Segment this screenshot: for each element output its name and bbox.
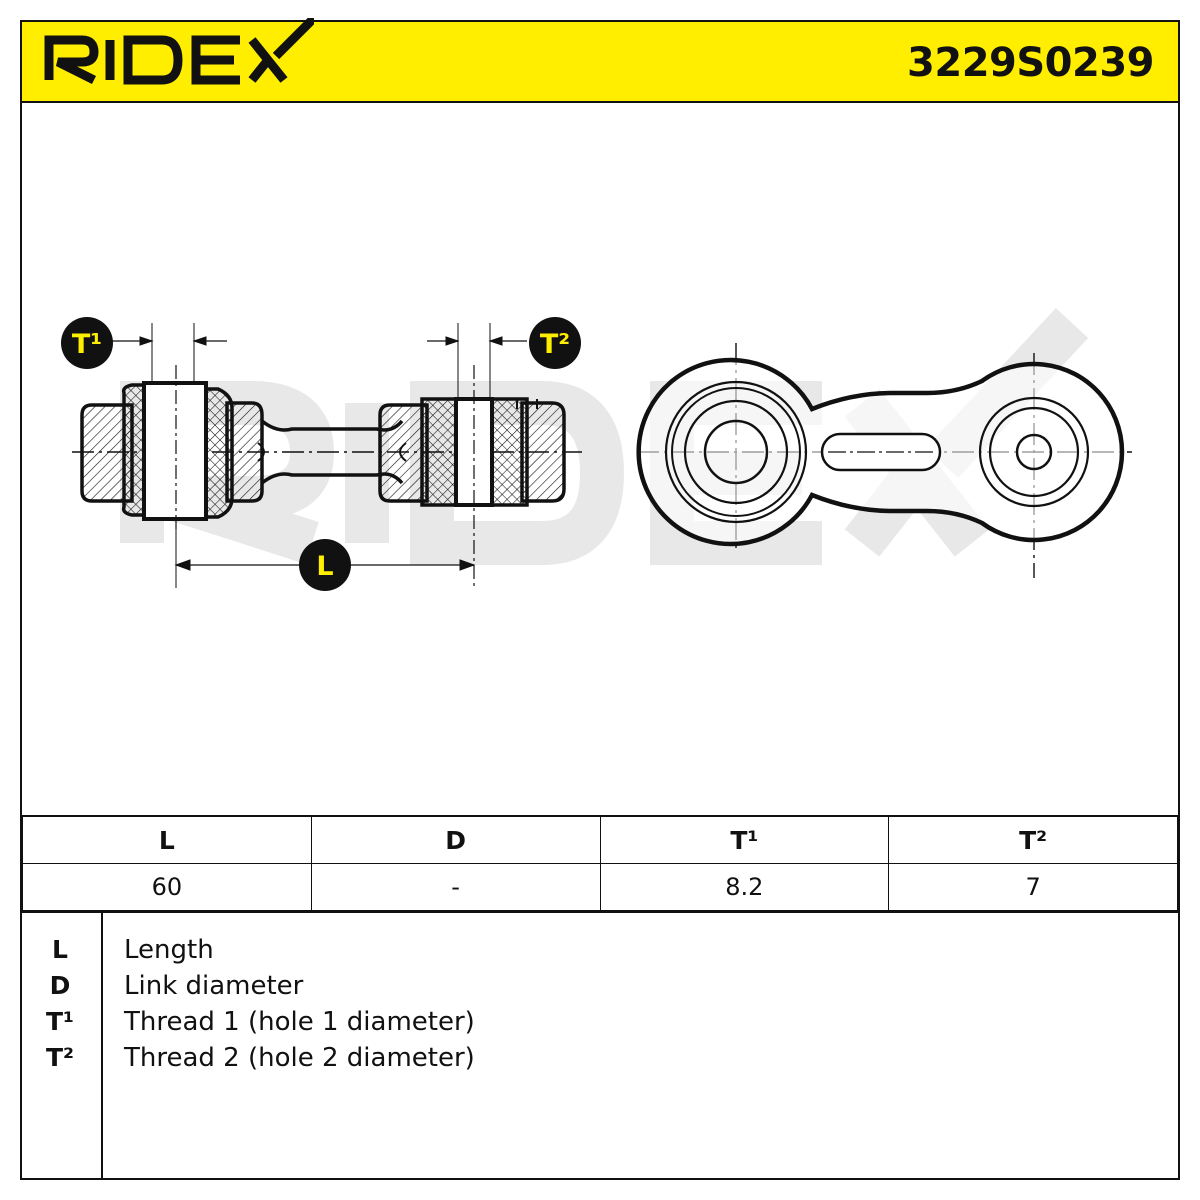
stabilizer-link-drawing: T¹ T² L	[61, 308, 1132, 591]
legend-description: Length	[124, 935, 214, 965]
spec-header-d: D	[310, 815, 601, 864]
top-view	[636, 343, 1132, 578]
legend-symbol: L	[52, 935, 68, 964]
spec-header-t1: T¹	[599, 815, 890, 864]
legend-symbol: T²	[45, 1043, 74, 1072]
legend-description: Link diameter	[124, 971, 304, 1001]
l-callout: L	[299, 539, 351, 591]
legend-item: D Link diameter	[22, 969, 1178, 1005]
spec-value-t2: 7	[888, 863, 1178, 911]
legend-symbol: D	[49, 971, 71, 1000]
legend-description: Thread 1 (hole 1 diameter)	[124, 1007, 475, 1037]
spec-header-row: L D T¹ T²	[22, 815, 1178, 864]
spec-value-t1: 8.2	[599, 863, 890, 911]
side-view	[72, 323, 582, 588]
ridex-logo	[44, 18, 314, 85]
spec-value-d: -	[310, 863, 601, 911]
legend-item: L Length	[22, 933, 1178, 969]
spec-header-l: L	[22, 815, 312, 864]
part-number: 3229S0239	[907, 40, 1154, 86]
t1-callout-label: T¹	[72, 329, 102, 360]
legend-divider	[101, 913, 103, 1180]
legend-item: T² Thread 2 (hole 2 diameter)	[22, 1041, 1178, 1077]
spec-table: L D T¹ T² 60 - 8.2 7	[22, 815, 1178, 911]
spec-value-l: 60	[22, 863, 312, 911]
spec-value-row: 60 - 8.2 7	[22, 863, 1178, 911]
header-bar: 3229S0239	[22, 18, 1178, 103]
t2-callout-label: T²	[540, 329, 570, 360]
product-sheet: 3229S0239	[20, 18, 1180, 1180]
legend-symbol: T¹	[45, 1007, 74, 1036]
l-callout-label: L	[316, 551, 333, 582]
spec-header-t2: T²	[888, 815, 1178, 864]
legend-item: T¹ Thread 1 (hole 1 diameter)	[22, 1005, 1178, 1041]
technical-drawing: T¹ T² L	[22, 103, 1178, 815]
t2-callout: T²	[529, 317, 581, 369]
t1-callout: T¹	[61, 317, 113, 369]
legend-description: Thread 2 (hole 2 diameter)	[124, 1043, 475, 1073]
legend: L Length D Link diameter T¹ Thread 1 (ho…	[22, 911, 1178, 1180]
